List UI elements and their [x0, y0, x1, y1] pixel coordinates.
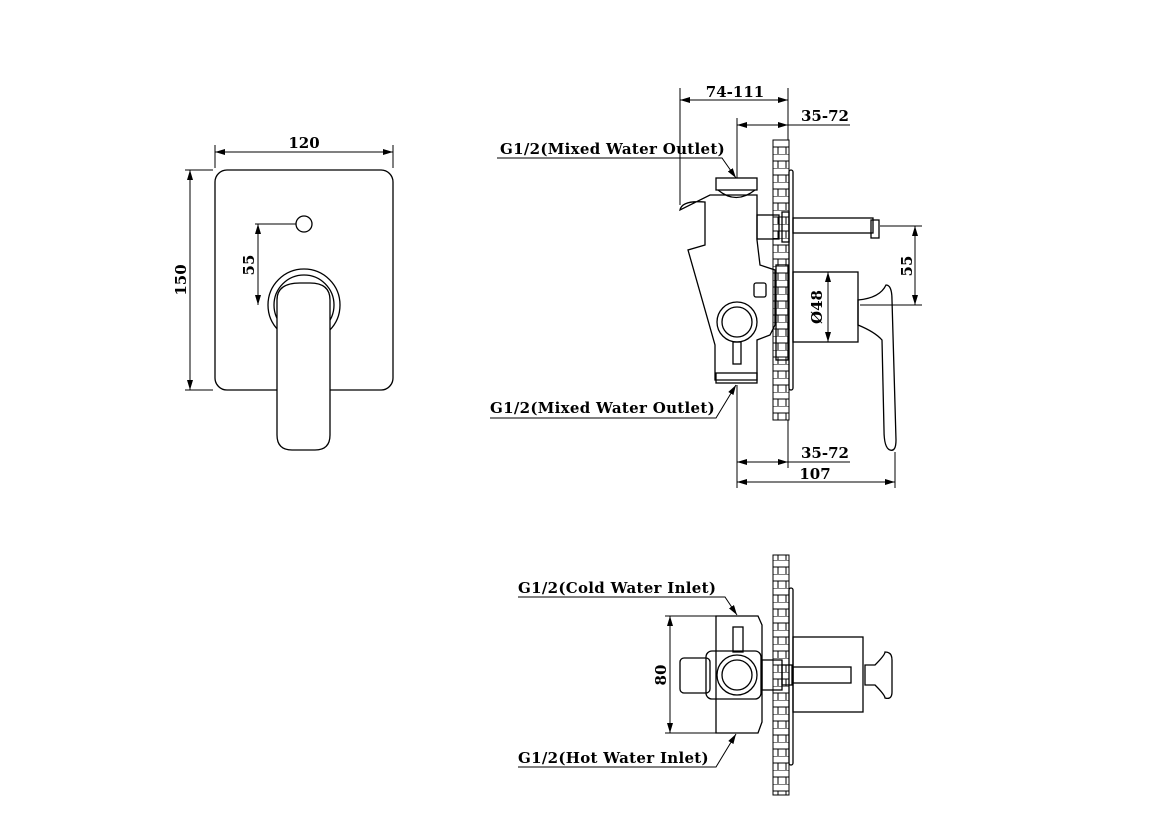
front-view: 120 150 55: [172, 134, 394, 451]
lever-handle: [276, 282, 331, 451]
handle-knob-top: [864, 651, 893, 700]
outlet-port: [716, 301, 758, 343]
inlet-port: [716, 654, 758, 696]
height-dimension: 150: [172, 264, 190, 295]
hot-inlet-label: G1/2(Hot Water Inlet): [518, 749, 709, 767]
diameter-dimension: Ø48: [808, 290, 826, 324]
side-view: 74-111 35-72 G1/2(Mixed Water Outlet) G1…: [490, 83, 922, 488]
handle-offset-dimension: 55: [898, 256, 916, 277]
wall-range-bottom-dimension: 35-72: [801, 444, 849, 462]
cold-inlet-label: G1/2(Cold Water Inlet): [518, 579, 716, 597]
wall-range-top-dimension: 35-72: [801, 107, 849, 125]
top-view: 80 G1/2(Cold Water Inlet) G1/2(Hot Water…: [518, 554, 893, 796]
valve-body-top: [715, 615, 763, 734]
button-offset-dimension: 55: [240, 255, 258, 276]
width-dimension: 120: [288, 134, 319, 152]
outlet-top-label: G1/2(Mixed Water Outlet): [500, 140, 725, 158]
total-depth-dimension: 107: [799, 465, 830, 483]
stem: [792, 217, 874, 234]
diverter-button: [295, 215, 313, 233]
wall-brick-top: [772, 554, 790, 796]
depth-range-dimension: 74-111: [706, 83, 764, 101]
outlet-bottom-label: G1/2(Mixed Water Outlet): [490, 399, 715, 417]
inlet-spacing-dimension: 80: [652, 665, 670, 686]
valve-body: [679, 194, 776, 381]
lever-side: [857, 284, 897, 451]
